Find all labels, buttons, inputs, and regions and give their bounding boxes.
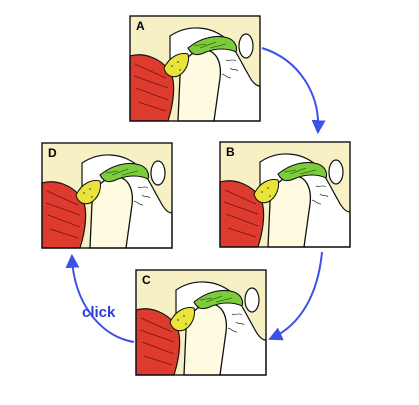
panel-a-label: A	[136, 19, 145, 33]
click-annotation: click	[82, 304, 116, 321]
panel-a: A	[129, 15, 261, 122]
panel-b-label: B	[226, 145, 235, 159]
panel-c-label: C	[142, 273, 151, 287]
arrow-c-to-d	[65, 253, 135, 343]
panel-d: D	[41, 142, 173, 249]
arrow-a-to-b	[261, 47, 326, 135]
panel-d-label: D	[48, 146, 57, 160]
panel-b: B	[219, 141, 351, 248]
panel-c: C	[135, 269, 267, 376]
arrow-b-to-c	[268, 251, 323, 341]
